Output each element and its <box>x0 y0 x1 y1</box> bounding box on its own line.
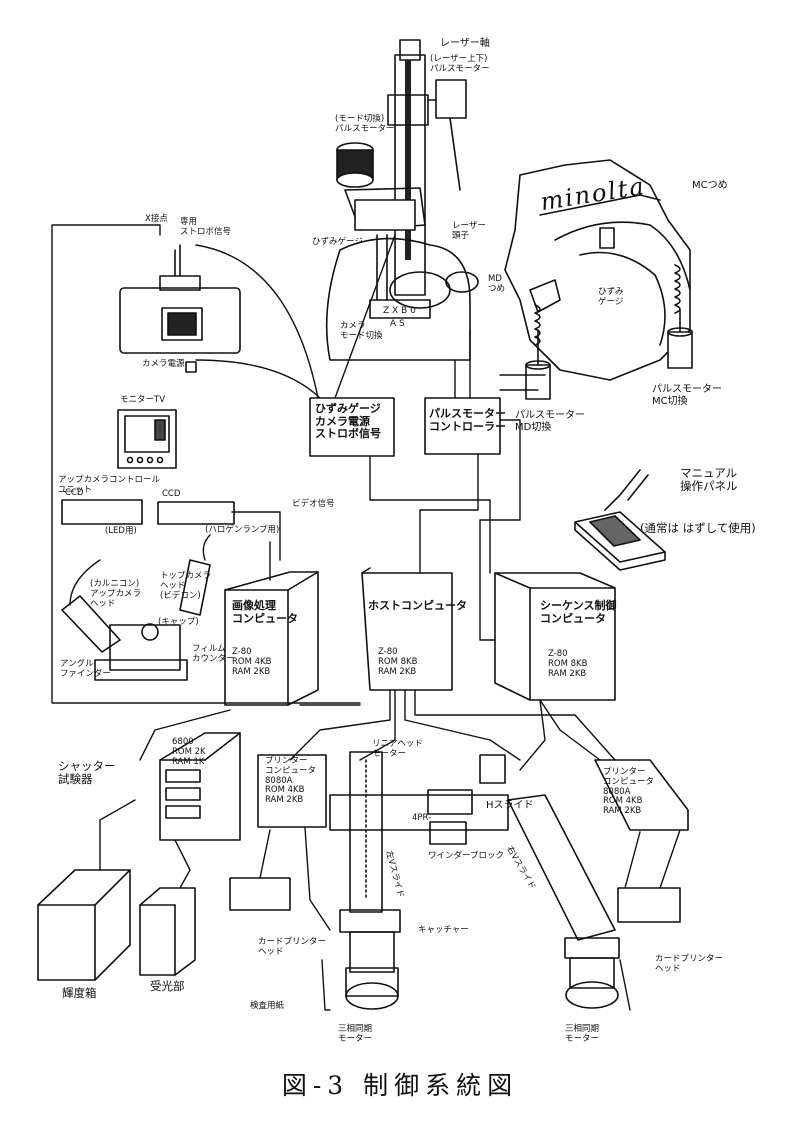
label-led: (LED用) <box>105 526 137 536</box>
slides <box>329 751 620 1010</box>
camera-body-minolta <box>504 159 693 400</box>
label-stopper: 4PR- <box>412 813 432 823</box>
label-card-printer-head-right: カードプリンター ヘッド <box>655 954 724 974</box>
strain-gauge-box-label: ひずみゲージ カメラ電源 ストロボ信号 <box>315 402 381 441</box>
label-h-slide: Hスライド <box>486 800 534 811</box>
label-halogen: (ハロゲンランプ用) <box>205 525 280 535</box>
label-laser-pulse-motor: (レーザー上下) パルスモーター <box>430 54 490 74</box>
printer-computer-left <box>257 754 327 828</box>
label-manual-panel: マニュアル 操作パネル <box>680 466 738 494</box>
label-luminance-box: 輝度箱 <box>62 986 97 1000</box>
label-card-printer-head-left: カードプリンター ヘッド <box>258 937 327 957</box>
pulse-ctrl-box-label: パルスモーター コントローラー <box>429 407 506 433</box>
printer-computer-right <box>594 759 689 831</box>
host-computer <box>361 567 453 691</box>
label-winder-block: ワインダーブロック <box>428 851 504 861</box>
label-md-claw: MD つめ <box>488 274 506 294</box>
printer-computer-left-label: プリンター コンピュータ 8080A ROM 4KB RAM 2KB <box>265 756 317 806</box>
label-strain-gauge-right: ひずみ ゲージ <box>598 287 624 307</box>
label-mode-pulse-motor: (モード切換) パルスモーター <box>335 114 395 134</box>
label-strain-gauge-top: ひずみゲージ <box>312 237 363 247</box>
label-focus-ctrl-unit: アップカメラコントロール ユニット <box>58 475 161 495</box>
mode-pulse-motor <box>336 142 426 231</box>
label-cap: (キャップ) <box>158 617 199 627</box>
label-catcher: キャッチャー <box>418 925 469 935</box>
card-printer-left <box>229 877 291 911</box>
printer-computer-right-label: プリンター コンピュータ 8080A ROM 4KB RAM 2KB <box>603 767 655 817</box>
strain-gauge-box <box>309 397 395 457</box>
monitor-tv <box>117 409 177 469</box>
label-shutter-tester: シャッター 試験器 <box>58 759 116 787</box>
m6800-label: 6800 ROM 2K RAM 1K <box>172 737 206 767</box>
label-strobe-signal: 専用 ストロボ信号 <box>180 217 232 237</box>
label-laser-head: レーザー 頭子 <box>452 221 486 241</box>
label-inspection-paper: 検査用紙 <box>250 1001 285 1011</box>
label-ccd-a: CCD <box>65 488 84 498</box>
label-monitor-tv: モニターTV <box>120 395 166 405</box>
seq-computer-spec: Z-80 ROM 8KB RAM 2KB <box>548 649 588 679</box>
camera-left <box>119 244 241 373</box>
label-light-receiver: 受光部 <box>150 979 185 993</box>
img-computer-label: 画像処理 コンピュータ <box>232 599 298 625</box>
ccd-unit-right <box>157 501 235 525</box>
label-laser-axis: レーザー軸 <box>440 38 490 49</box>
figure-caption: 図-3 制御系統図 <box>281 1071 519 1100</box>
label-top-camera-head-left: (カルニコン) アップカメラ ヘッド <box>90 579 142 609</box>
seq-computer-label: シーケンス制御 コンピュータ <box>540 599 617 625</box>
label-pulse-md: パルスモーター MD切換 <box>515 410 585 433</box>
label-linear-head-motor: リニアヘッド モーター <box>372 739 423 759</box>
label-ccd-b: CCD <box>162 489 181 499</box>
label-pulse-mc: パルスモーター MC切換 <box>652 384 722 407</box>
svg-text:Z X B 0: Z X B 0 <box>383 306 416 316</box>
label-motor-right: 三相同期 モーター <box>565 1024 600 1044</box>
manual-panel <box>574 469 666 571</box>
label-camera-mode: カメラ モード切換 <box>340 321 383 341</box>
label-angle-finder: アングル ファインダー <box>60 659 112 679</box>
label-manual-note: (通常は はずして使用) <box>640 521 756 535</box>
label-camera-power: カメラ電源 <box>142 359 185 369</box>
image-processing-computer <box>224 571 319 706</box>
label-x-contact: X接点 <box>145 214 168 224</box>
pulse-ctrl-box <box>424 397 501 455</box>
optical-bench: Z X B 0 A S <box>325 234 479 361</box>
ccd-unit-left <box>61 499 143 525</box>
label-motor-left: 三相同期 モーター <box>338 1024 373 1044</box>
cables <box>51 224 681 1011</box>
sequence-control-computer <box>494 572 616 701</box>
img-computer-spec: Z-80 ROM 4KB RAM 2KB <box>232 647 272 677</box>
luminance-box <box>37 869 131 981</box>
m6800-box <box>159 732 241 841</box>
laser-axis-assembly <box>387 39 467 296</box>
card-printer-right <box>617 887 681 923</box>
light-receiver <box>139 887 196 976</box>
host-computer-label: ホストコンピュータ <box>368 599 467 612</box>
label-film-counter: フィルム カウンター <box>192 644 235 664</box>
host-computer-spec: Z-80 ROM 8KB RAM 2KB <box>378 647 418 677</box>
label-video-signal: ビデオ信号 <box>292 499 335 509</box>
top-camera-area <box>61 559 211 681</box>
svg-text:A S: A S <box>390 319 405 329</box>
label-mc-claw: MCつめ <box>692 180 728 191</box>
label-top-camera-head: トップカメラ ヘッド (ビデコン) <box>160 571 212 601</box>
